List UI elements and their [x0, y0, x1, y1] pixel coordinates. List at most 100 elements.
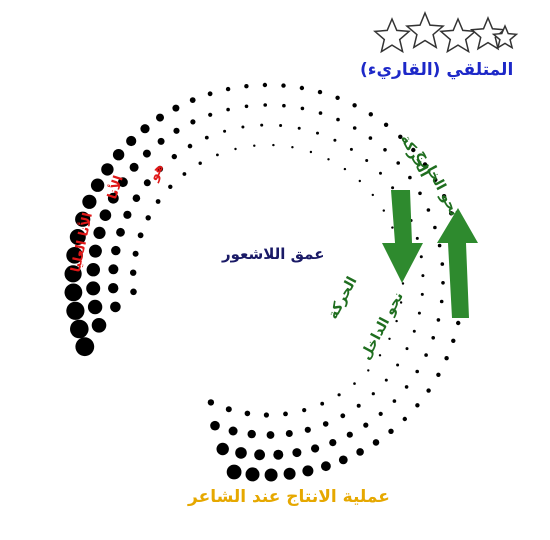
ring-dot	[99, 209, 112, 221]
ring-dot	[241, 125, 245, 129]
ring-dot	[281, 83, 286, 88]
ring-dot	[86, 263, 101, 277]
ring-dot	[247, 429, 256, 439]
ring-dot	[111, 245, 121, 256]
ring-dot	[327, 158, 330, 161]
ring-dot	[321, 461, 331, 472]
ring-dot	[346, 431, 353, 438]
ring-dot	[365, 159, 369, 162]
ring-dot	[118, 177, 128, 188]
concentric-dot-rings	[64, 82, 466, 482]
ring-dot	[235, 447, 247, 459]
ring-dot	[107, 192, 119, 204]
ring-dot	[352, 126, 357, 130]
ring-dot	[433, 177, 438, 182]
ring-dot	[322, 421, 329, 427]
ring-dot	[299, 85, 305, 91]
ring-dot	[349, 147, 353, 151]
ring-dot	[368, 112, 373, 117]
star-icon	[491, 24, 519, 50]
ring-dot	[282, 103, 286, 108]
ring-dot	[388, 337, 391, 340]
ring-dot	[216, 153, 219, 157]
ring-dot	[64, 283, 83, 302]
ring-dot	[338, 455, 348, 465]
ring-dot	[367, 369, 370, 372]
ring-dot	[207, 91, 213, 97]
ring-dot	[441, 281, 445, 285]
ring-dot	[415, 369, 420, 374]
ring-dot	[383, 122, 389, 128]
ring-dot	[207, 399, 215, 406]
ring-dot	[245, 467, 260, 482]
star-icon	[373, 17, 411, 54]
ring-dot	[412, 329, 416, 333]
ring-dot	[292, 448, 302, 458]
ring-dot	[110, 301, 121, 313]
ring-dot	[173, 127, 180, 134]
ring-dot	[262, 82, 268, 88]
unconscious-depth-label: عمق اللاشعور	[222, 245, 325, 263]
ring-dot	[408, 175, 412, 180]
ring-dot	[329, 439, 337, 447]
ring-dot	[66, 301, 85, 320]
ring-dot	[132, 194, 141, 202]
ring-dot	[436, 318, 441, 322]
ring-dot	[415, 236, 419, 240]
star-icon	[439, 17, 477, 54]
ring-dot	[143, 179, 151, 187]
ring-dot	[356, 403, 361, 408]
ring-dot	[418, 191, 422, 196]
up-arrow-icon	[437, 208, 478, 318]
ring-dot	[126, 135, 137, 147]
ring-dot	[156, 165, 164, 172]
ring-dot	[130, 269, 137, 276]
ring-dot	[283, 411, 288, 417]
ring-dot	[378, 354, 382, 357]
ring-dot	[226, 107, 230, 112]
ring-dot	[368, 136, 373, 140]
ring-dot	[285, 430, 293, 437]
ring-dot	[266, 431, 275, 439]
ring-dot	[426, 388, 431, 393]
ring-dot	[190, 119, 196, 125]
ring-dot	[302, 408, 307, 413]
ring-dot	[456, 320, 461, 326]
ring-dot	[337, 393, 341, 397]
ring-dot	[358, 179, 361, 183]
ring-dot	[401, 282, 405, 285]
ring-dot	[395, 319, 398, 323]
ring-dot	[392, 399, 397, 403]
ring-dot	[398, 134, 403, 139]
ring-dot	[439, 299, 444, 304]
reader-title: المتلقي (القاريء)	[360, 60, 514, 80]
ring-dot	[422, 162, 428, 167]
ring-dot	[223, 129, 227, 133]
ring-dot	[86, 281, 101, 296]
ring-dot	[172, 104, 180, 112]
ring-dot	[300, 106, 305, 111]
ring-dot	[210, 420, 220, 431]
ring-dot	[304, 426, 311, 433]
ring-dot	[318, 111, 323, 115]
ring-dot	[91, 318, 107, 333]
ring-dot	[440, 262, 445, 266]
ring-dot	[437, 243, 442, 248]
ring-dot	[444, 356, 449, 361]
ring-dot	[171, 153, 177, 160]
ring-dot	[75, 337, 95, 357]
ring-dot	[142, 149, 151, 158]
ring-dot	[116, 227, 125, 237]
ring-dot	[108, 264, 119, 275]
movement-arrows	[382, 190, 478, 318]
ring-dot	[137, 232, 144, 239]
ring-dot	[441, 194, 447, 199]
ring-dot	[320, 401, 325, 406]
ring-dot	[311, 444, 320, 453]
ring-dot	[419, 255, 423, 259]
ring-dot	[343, 167, 347, 171]
ring-dot	[90, 178, 105, 192]
ring-dot	[208, 112, 213, 117]
ring-dot	[273, 449, 284, 460]
